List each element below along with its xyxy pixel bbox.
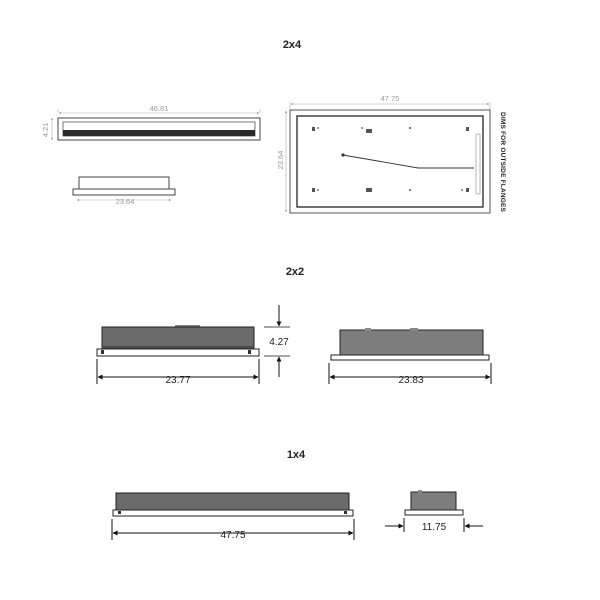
top-view-2x4	[284, 102, 491, 214]
dim-end-width-2x4: 23.64	[116, 197, 135, 206]
flanges-note: DIMS FOR OUTSIDE FLANGES	[499, 112, 506, 213]
side-view-1x4	[111, 492, 355, 540]
section-title-2x4: 2x4	[283, 39, 302, 51]
dim-end-width-1x4: 11.75	[422, 522, 447, 533]
dim-top-width-2x4: 23.64	[276, 151, 285, 170]
dim-length-1x4: 47.75	[220, 530, 245, 541]
front-view-2x2	[96, 305, 290, 384]
dim-side-length-2x4: 46.81	[150, 104, 169, 113]
end-view-2x4	[72, 176, 176, 202]
section-title-2x2: 2x2	[286, 266, 304, 278]
dim-top-length-2x4: 47.75	[381, 94, 400, 103]
side-view-2x4	[50, 109, 261, 141]
dim-height-2x2: 4.27	[269, 337, 289, 348]
side-view-2x2	[328, 328, 492, 384]
dim-side-width-2x2: 23.83	[398, 375, 423, 386]
dim-side-height-2x4: 4.21	[41, 123, 50, 138]
end-view-1x4	[385, 490, 483, 532]
dim-front-width-2x2: 23.77	[165, 375, 190, 386]
section-title-1x4: 1x4	[287, 449, 306, 461]
